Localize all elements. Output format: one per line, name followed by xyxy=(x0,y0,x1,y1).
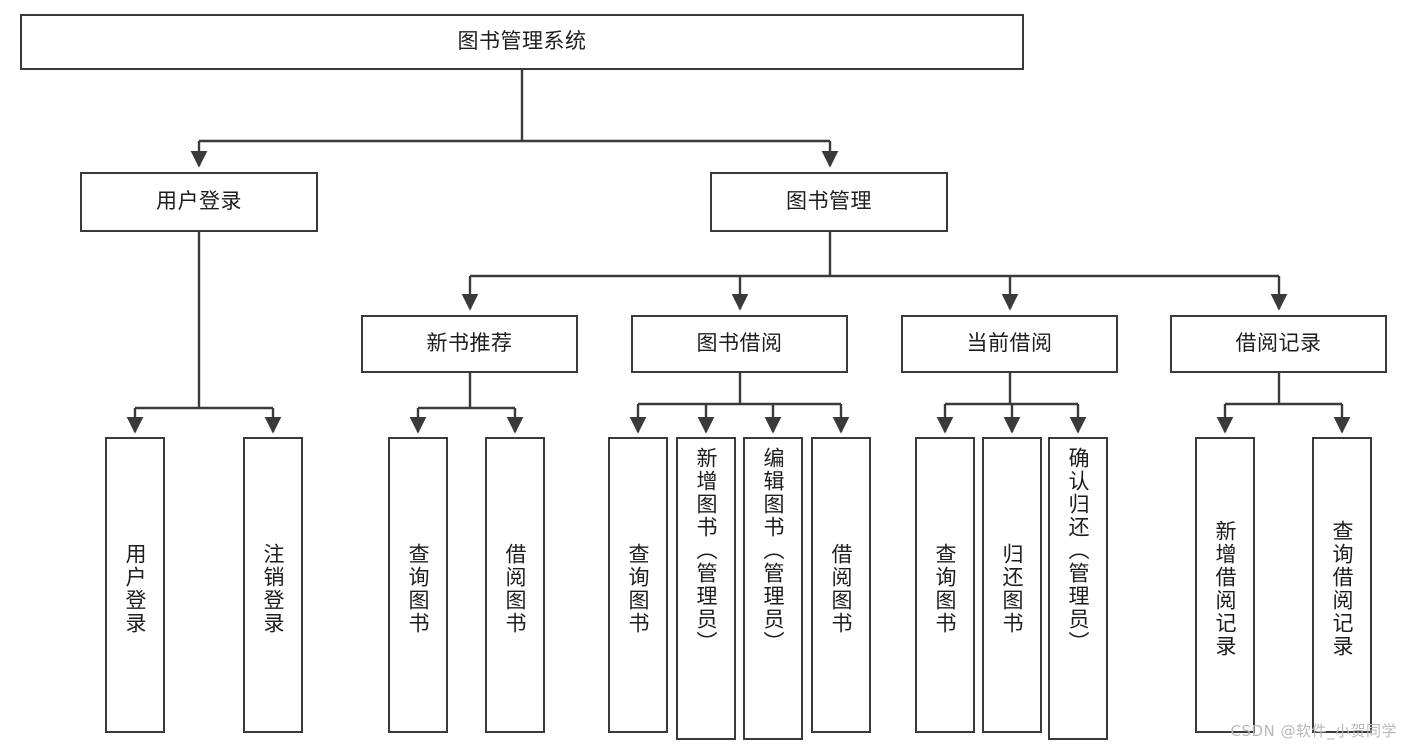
leaf-query-borrow-record[interactable]: 查询借阅记录 xyxy=(1312,437,1372,733)
watermark: CSDN @软件_小贺同学 xyxy=(1230,722,1397,740)
leaf-borrow-books-recommend[interactable]: 借阅图书 xyxy=(485,437,545,733)
leaf-lend-books[interactable]: 借阅图书 xyxy=(811,437,871,733)
node-current-borrow[interactable]: 当前借阅 xyxy=(901,315,1118,373)
leaf-query-books-recommend[interactable]: 查询图书 xyxy=(388,437,448,733)
node-root[interactable]: 图书管理系统 xyxy=(20,14,1024,70)
leaf-query-books-current-label: 查询图书 xyxy=(933,543,958,635)
leaf-query-books-current[interactable]: 查询图书 xyxy=(915,437,975,733)
node-root-label: 图书管理系统 xyxy=(457,29,587,54)
node-borrow-records[interactable]: 借阅记录 xyxy=(1170,315,1387,373)
leaf-query-books-borrow-label: 查询图书 xyxy=(626,543,651,635)
leaf-add-borrow-record-label: 新增借阅记录 xyxy=(1213,520,1238,658)
leaf-lend-books-label: 借阅图书 xyxy=(829,543,854,635)
leaf-return-books[interactable]: 归还图书 xyxy=(982,437,1042,733)
node-book-management[interactable]: 图书管理 xyxy=(710,172,948,232)
node-book-management-label: 图书管理 xyxy=(786,189,872,214)
node-user-login[interactable]: 用户登录 xyxy=(80,172,318,232)
leaf-add-book-admin[interactable]: 新增图书（管理员） xyxy=(676,437,736,740)
leaf-add-book-admin-label: 新增图书（管理员） xyxy=(694,447,719,654)
leaf-query-books-borrow[interactable]: 查询图书 xyxy=(608,437,668,733)
leaf-confirm-return-admin[interactable]: 确认归还（管理员） xyxy=(1048,437,1108,740)
leaf-confirm-return-admin-label: 确认归还（管理员） xyxy=(1066,447,1091,654)
node-book-borrow-label: 图书借阅 xyxy=(696,331,783,356)
node-borrow-records-label: 借阅记录 xyxy=(1235,331,1322,356)
leaf-query-books-recommend-label: 查询图书 xyxy=(406,543,431,635)
leaf-user-login[interactable]: 用户登录 xyxy=(105,437,165,733)
leaf-add-borrow-record[interactable]: 新增借阅记录 xyxy=(1195,437,1255,733)
node-user-login-label: 用户登录 xyxy=(156,189,242,214)
leaf-edit-book-admin[interactable]: 编辑图书（管理员） xyxy=(743,437,803,740)
node-book-borrow[interactable]: 图书借阅 xyxy=(631,315,848,373)
node-new-book-recommend[interactable]: 新书推荐 xyxy=(361,315,578,373)
node-current-borrow-label: 当前借阅 xyxy=(966,331,1053,356)
leaf-query-borrow-record-label: 查询借阅记录 xyxy=(1330,520,1355,658)
leaf-return-books-label: 归还图书 xyxy=(1000,543,1025,635)
leaf-logout-label: 注销登录 xyxy=(261,543,286,635)
leaf-edit-book-admin-label: 编辑图书（管理员） xyxy=(761,447,786,654)
node-new-book-recommend-label: 新书推荐 xyxy=(426,331,513,356)
leaf-logout[interactable]: 注销登录 xyxy=(243,437,303,733)
leaf-user-login-label: 用户登录 xyxy=(123,543,148,635)
leaf-borrow-books-recommend-label: 借阅图书 xyxy=(503,543,528,635)
